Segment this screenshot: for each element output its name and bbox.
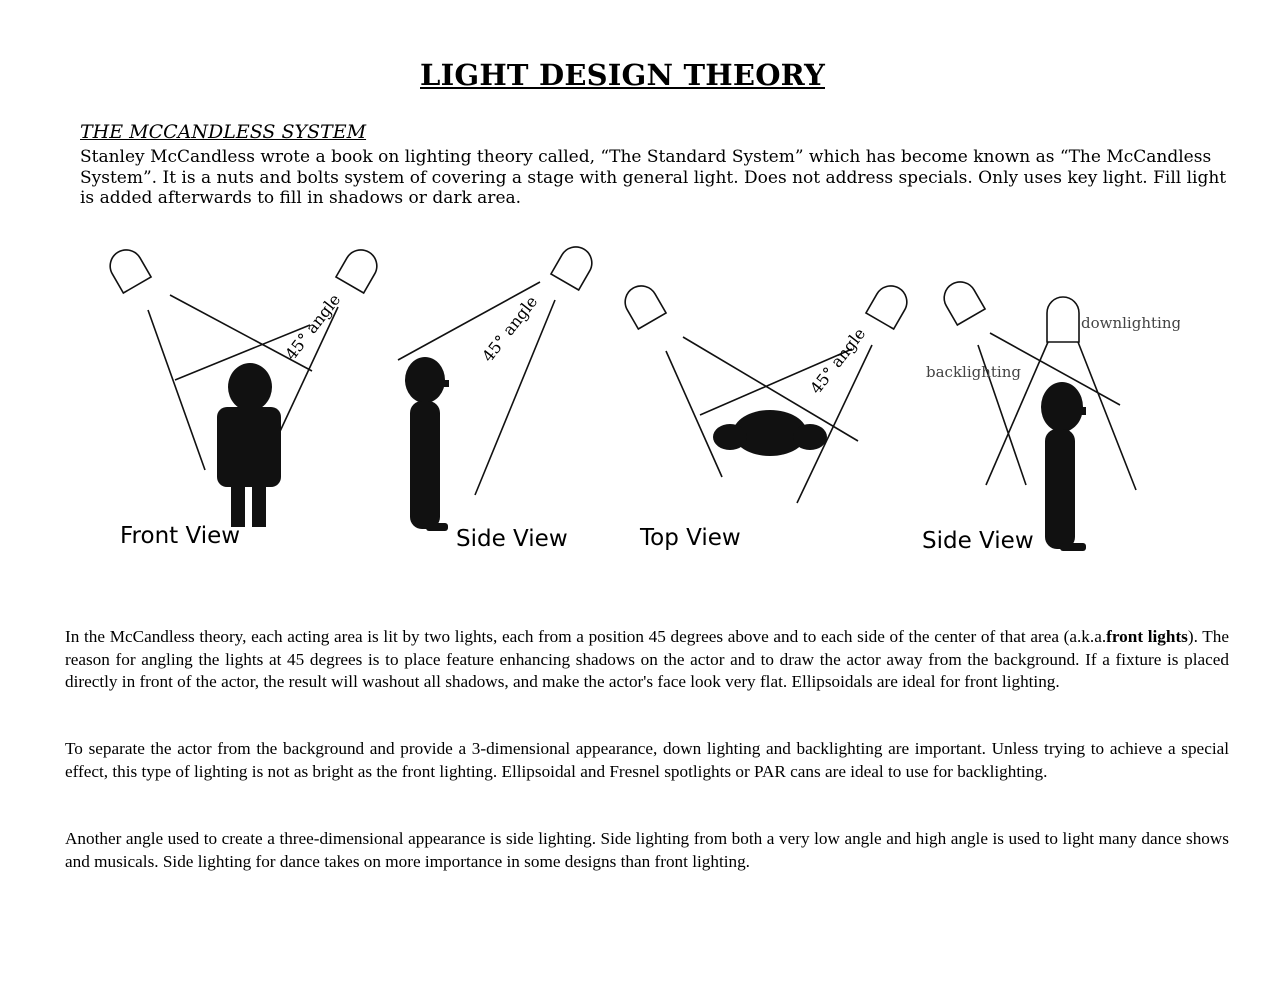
downlighting-label: downlighting [1081, 314, 1180, 332]
angle-label: 45° angle [806, 324, 869, 397]
paragraph-text: ). The reason for angling the lights at … [65, 627, 1229, 691]
spotlight-icon [109, 249, 153, 295]
backlighting-label: backlighting [926, 363, 1021, 381]
paragraph-text: In the McCandless theory, each acting ar… [65, 627, 1107, 646]
side-view-label: Side View [456, 526, 568, 552]
emphasis-text: front lights [1106, 627, 1188, 646]
section-heading: THE MCCANDLESS SYSTEM [80, 121, 367, 143]
backlighting-figure [943, 281, 1137, 491]
front-view-label: Front View [120, 523, 240, 549]
body-paragraph: To separate the actor from the backgroun… [65, 739, 1229, 781]
spotlight-icon [943, 281, 987, 327]
spotlight-icon [624, 285, 668, 331]
spotlight-icon [864, 285, 908, 331]
intro-paragraph: Stanley McCandless wrote a book on light… [80, 147, 1227, 208]
spotlight-icon [549, 246, 593, 292]
body-paragraph: In the McCandless theory, each acting ar… [65, 626, 1229, 694]
body-paragraph: Another angle used to create a three-dim… [65, 829, 1229, 871]
side-view-label: Side View [922, 528, 1034, 554]
angle-label: 45° angle [281, 290, 344, 363]
page-title: LIGHT DESIGN THEORY [420, 58, 825, 92]
side-view-figure [397, 246, 593, 496]
lighting-diagram: Front View Side View Top View Side View … [109, 246, 1180, 554]
top-view-label: Top View [639, 525, 741, 551]
spotlight-icon [1046, 296, 1080, 343]
top-view-figure [624, 285, 908, 504]
spotlight-icon [334, 249, 378, 295]
front-view-figure [109, 249, 378, 471]
